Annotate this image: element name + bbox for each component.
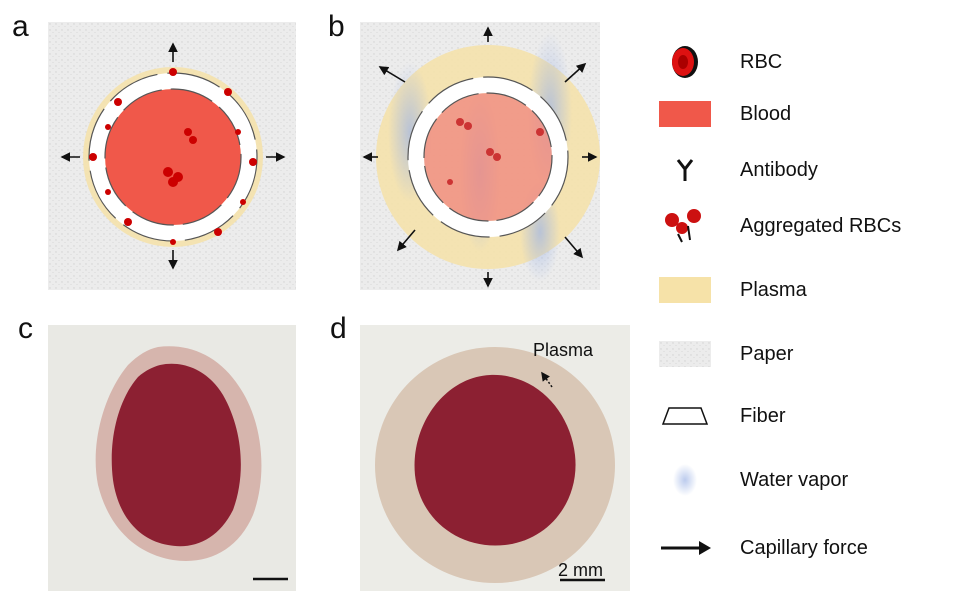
scale-label: 2 mm xyxy=(558,560,603,580)
legend-aggregated: Aggregated RBCs xyxy=(650,206,901,246)
arrow-icon xyxy=(650,528,720,568)
panel-b-schematic xyxy=(360,22,600,290)
panel-label-d: d xyxy=(330,312,347,345)
panel-label-b: b xyxy=(328,10,345,43)
legend-water-vapor: Water vapor xyxy=(650,460,848,500)
legend-plasma: Plasma xyxy=(650,270,807,310)
legend-blood: Blood xyxy=(650,94,791,134)
water-vapor-icon xyxy=(650,460,720,500)
panel-label-c: c xyxy=(18,312,33,345)
rbc-icon xyxy=(650,42,720,82)
antibody-icon xyxy=(650,150,720,190)
legend-paper: Paper xyxy=(650,334,793,374)
legend-rbc: RBC xyxy=(650,42,782,82)
panel-d-photo xyxy=(360,325,630,591)
panel-c-photo xyxy=(48,325,296,591)
paper-icon xyxy=(650,334,720,374)
legend-fiber: Fiber xyxy=(650,396,786,436)
aggregated-rbc-icon xyxy=(650,206,720,246)
plasma-annotation: Plasma xyxy=(533,340,594,360)
legend-antibody: Antibody xyxy=(650,150,818,190)
panel-label-a: a xyxy=(12,10,29,43)
panel-a-schematic xyxy=(48,22,296,290)
legend-capillary-force: Capillary force xyxy=(650,528,868,568)
blood-icon xyxy=(650,94,720,134)
plasma-icon xyxy=(650,270,720,310)
fiber-icon xyxy=(650,396,720,436)
